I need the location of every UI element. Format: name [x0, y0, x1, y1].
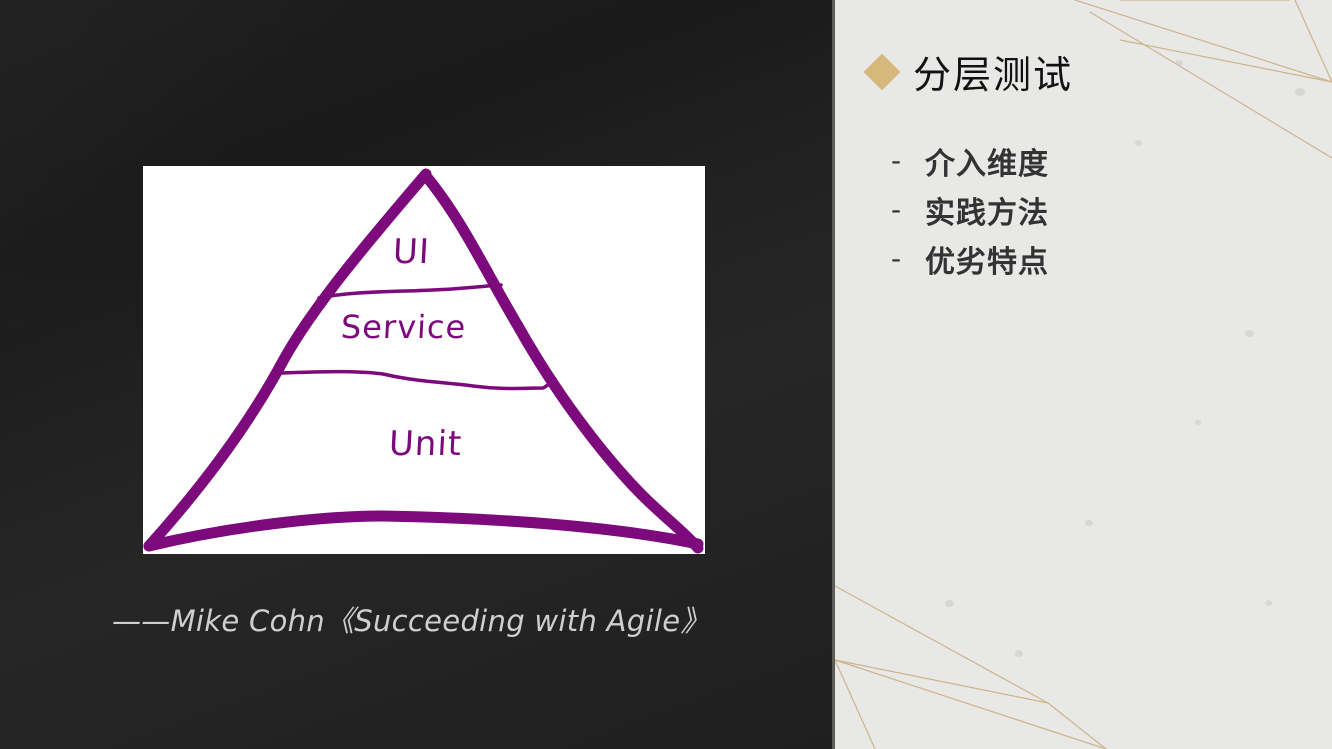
texture-speck	[945, 600, 954, 607]
texture-speck	[1295, 88, 1305, 96]
left-dark-panel: UI Service Unit ——Mike Cohn《Succeeding w…	[0, 0, 834, 749]
texture-speck	[1085, 520, 1093, 526]
bullet-item: - 实践方法	[891, 185, 1049, 234]
slide-title: 分层测试	[913, 53, 1074, 97]
bullet-label: 介入维度	[925, 146, 1049, 182]
texture-speck	[1175, 60, 1183, 66]
pyramid-layer-service: Service	[340, 308, 468, 346]
test-pyramid-image: UI Service Unit	[143, 166, 705, 554]
right-light-panel: 分层测试 - 介入维度 - 实践方法 - 优劣特点	[835, 0, 1332, 749]
diamond-bullet-icon	[863, 53, 901, 90]
panel-divider	[832, 0, 835, 749]
bullet-label: 优劣特点	[925, 244, 1049, 280]
pyramid-layer-ui: UI	[391, 232, 431, 272]
citation-text: ——Mike Cohn《Succeeding with Agile》	[112, 604, 710, 638]
texture-speck	[1195, 420, 1201, 425]
bullet-item: - 优劣特点	[891, 234, 1049, 283]
texture-speck	[1135, 140, 1142, 146]
texture-speck	[1245, 330, 1254, 337]
texture-speck	[1015, 650, 1023, 657]
decorative-gold-lines-icon	[835, 0, 1332, 749]
dash-icon: -	[891, 144, 902, 177]
slide-title-row: 分层测试	[863, 44, 1073, 99]
dash-icon: -	[891, 242, 902, 275]
bullet-item: - 介入维度	[891, 136, 1049, 185]
bullet-label: 实践方法	[925, 195, 1049, 231]
texture-speck	[1265, 600, 1272, 606]
pyramid-layer-unit: Unit	[387, 424, 464, 464]
dash-icon: -	[891, 193, 902, 226]
pyramid-outline-icon	[143, 168, 704, 554]
bullet-list: - 介入维度 - 实践方法 - 优劣特点	[891, 136, 1049, 283]
